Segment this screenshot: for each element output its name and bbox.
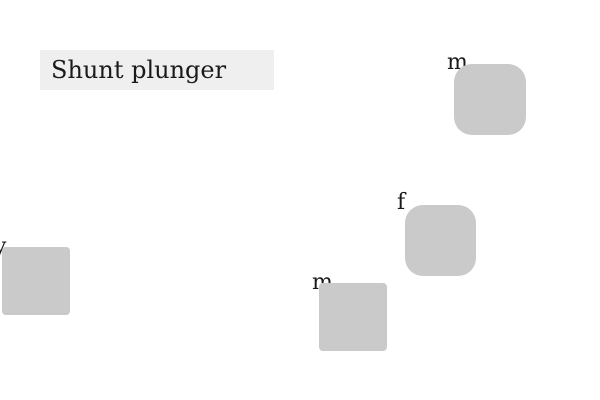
page-title: Shunt plunger	[51, 56, 227, 84]
tile-top-right[interactable]	[454, 64, 526, 135]
tile-label-middle-right: f	[397, 190, 406, 215]
tile-middle-right[interactable]	[405, 205, 476, 276]
tile-left[interactable]	[2, 247, 70, 315]
tile-label-left: y	[0, 236, 6, 258]
title-bar: Shunt plunger	[40, 50, 274, 90]
tile-bottom-center[interactable]	[319, 283, 387, 351]
